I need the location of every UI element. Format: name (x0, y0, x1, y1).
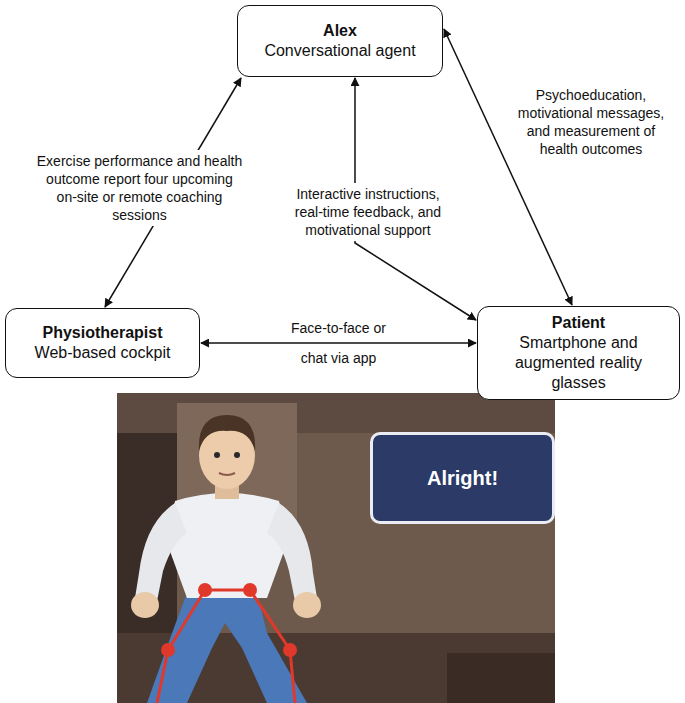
tracking-joint (198, 583, 212, 597)
node-title: Alex (323, 21, 357, 41)
tracking-skeleton (157, 590, 295, 703)
edge-label: Interactive instructions, real-time feed… (283, 183, 453, 241)
room-wall (117, 393, 555, 703)
tracking-joint (243, 583, 257, 597)
node-title: Patient (552, 313, 605, 333)
furniture (447, 653, 555, 703)
edge-label: Exercise performance and health outcome … (32, 150, 247, 226)
avatar-eye (214, 452, 220, 458)
connector-arrow (201, 342, 476, 344)
node-subtitle: Conversational agent (264, 41, 415, 61)
role-box: PatientSmartphone and augmented reality … (477, 306, 680, 400)
avatar-shirt (167, 493, 287, 598)
avatar-fist (293, 592, 321, 618)
node-title: Physiotherapist (42, 323, 162, 343)
avatar-hair (199, 415, 255, 451)
role-box: PhysiotherapistWeb-based cockpit (5, 308, 200, 378)
avatar-fist (131, 592, 159, 618)
avatar-arm (267, 503, 317, 601)
connector-arrow (444, 29, 572, 305)
avatar-eye (234, 452, 240, 458)
node-subtitle: Web-based cockpit (35, 343, 171, 363)
avatar-arm (135, 503, 187, 601)
speech-panel: Alright! (370, 432, 555, 524)
agent-box: AlexConversational agent (237, 5, 443, 77)
avatar-mouth (219, 473, 235, 475)
edge-label: Face-to-face or chat via app (279, 313, 399, 373)
avatar-jeans (147, 593, 307, 703)
node-subtitle: Smartphone and augmented reality glasses (488, 333, 669, 393)
edge-label: Psychoeducation, motivational messages, … (510, 84, 672, 160)
avatar (131, 415, 321, 703)
node-title: Alright! (427, 466, 498, 490)
tracking-joint (283, 643, 297, 657)
tracking-joint (161, 643, 175, 657)
